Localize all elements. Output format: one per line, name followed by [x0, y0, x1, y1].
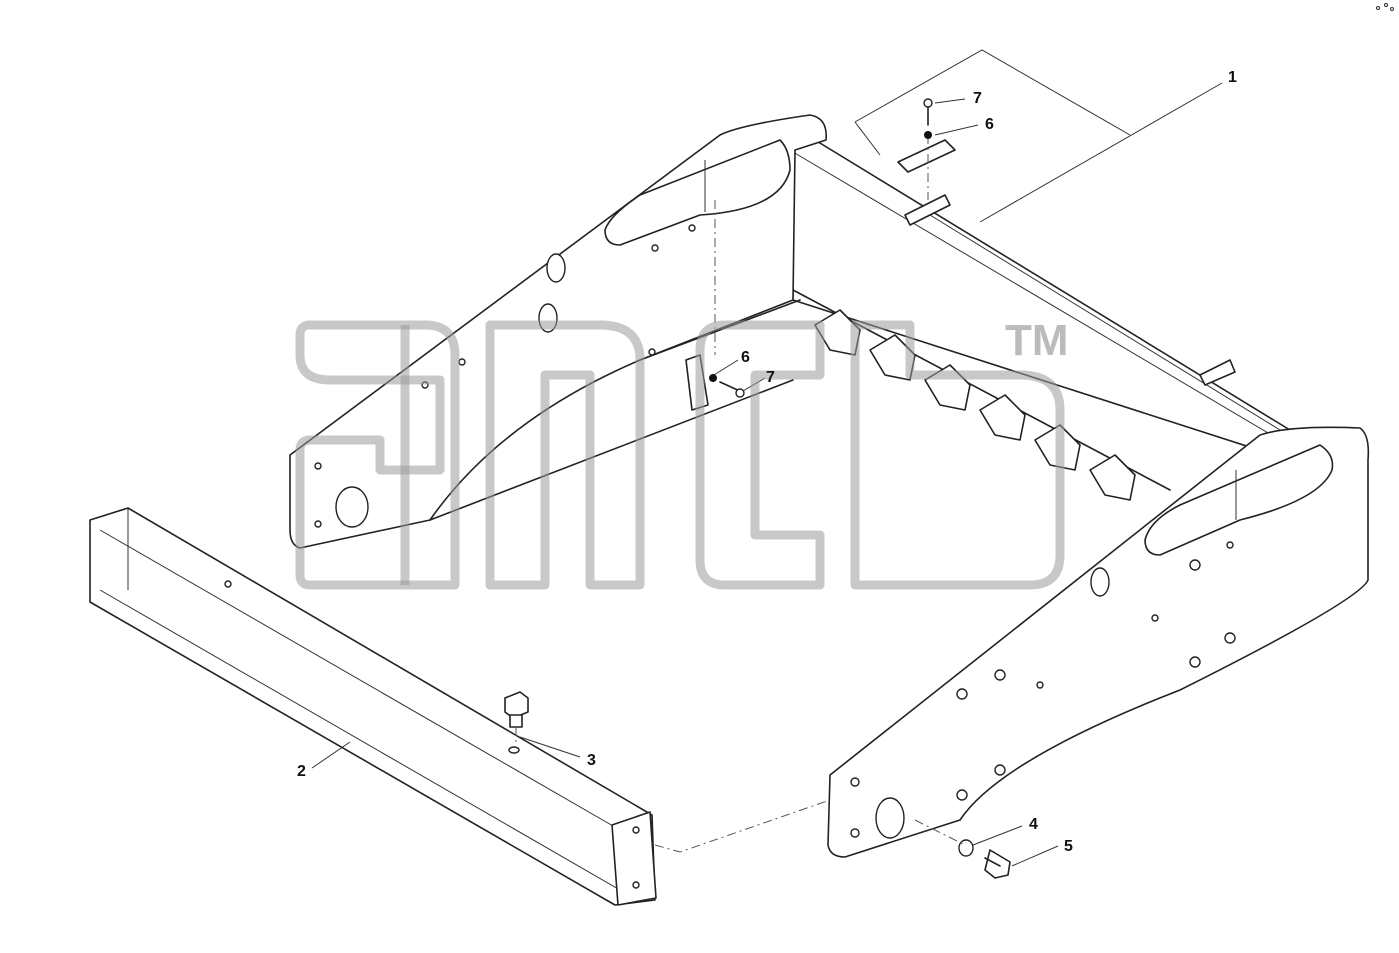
callout-1: 1 [1228, 69, 1237, 86]
callout-numbers: 1 2 3 4 5 6 6 7 7 [297, 69, 1237, 855]
corner-mark [1376, 3, 1394, 11]
cross-tube [89, 507, 657, 906]
washer-4 [958, 839, 974, 857]
callout-4: 4 [1029, 816, 1038, 833]
callout-5: 5 [1064, 838, 1073, 855]
callout-7-side: 7 [766, 369, 775, 386]
bracket-6 [1089, 454, 1136, 501]
axis-line-tube [654, 799, 831, 853]
axis-line-bolt [914, 819, 966, 846]
callout-3: 3 [587, 752, 596, 769]
callout-6-side: 6 [741, 349, 750, 366]
callout-7-top: 7 [973, 90, 982, 107]
top-clip-assembly [897, 98, 1236, 386]
callout-6-top: 6 [985, 116, 994, 133]
callout-2: 2 [297, 763, 306, 780]
left-side-plate [289, 114, 827, 549]
plug-bolt [504, 691, 529, 754]
bracket-4 [979, 394, 1026, 441]
right-pivot-hole [875, 797, 905, 839]
callout-frame [854, 49, 1131, 156]
leader-lines [311, 82, 1223, 867]
watermark-trademark: TM [1005, 316, 1069, 365]
frame-back-wall [792, 139, 1291, 461]
watermark-logo: TM [295, 316, 1069, 590]
washer-6-side [709, 374, 717, 382]
right-side-plate [827, 426, 1370, 858]
left-pivot-hole [335, 486, 369, 528]
washer-and-bolt [958, 839, 1011, 879]
washer-6-top [924, 131, 932, 139]
